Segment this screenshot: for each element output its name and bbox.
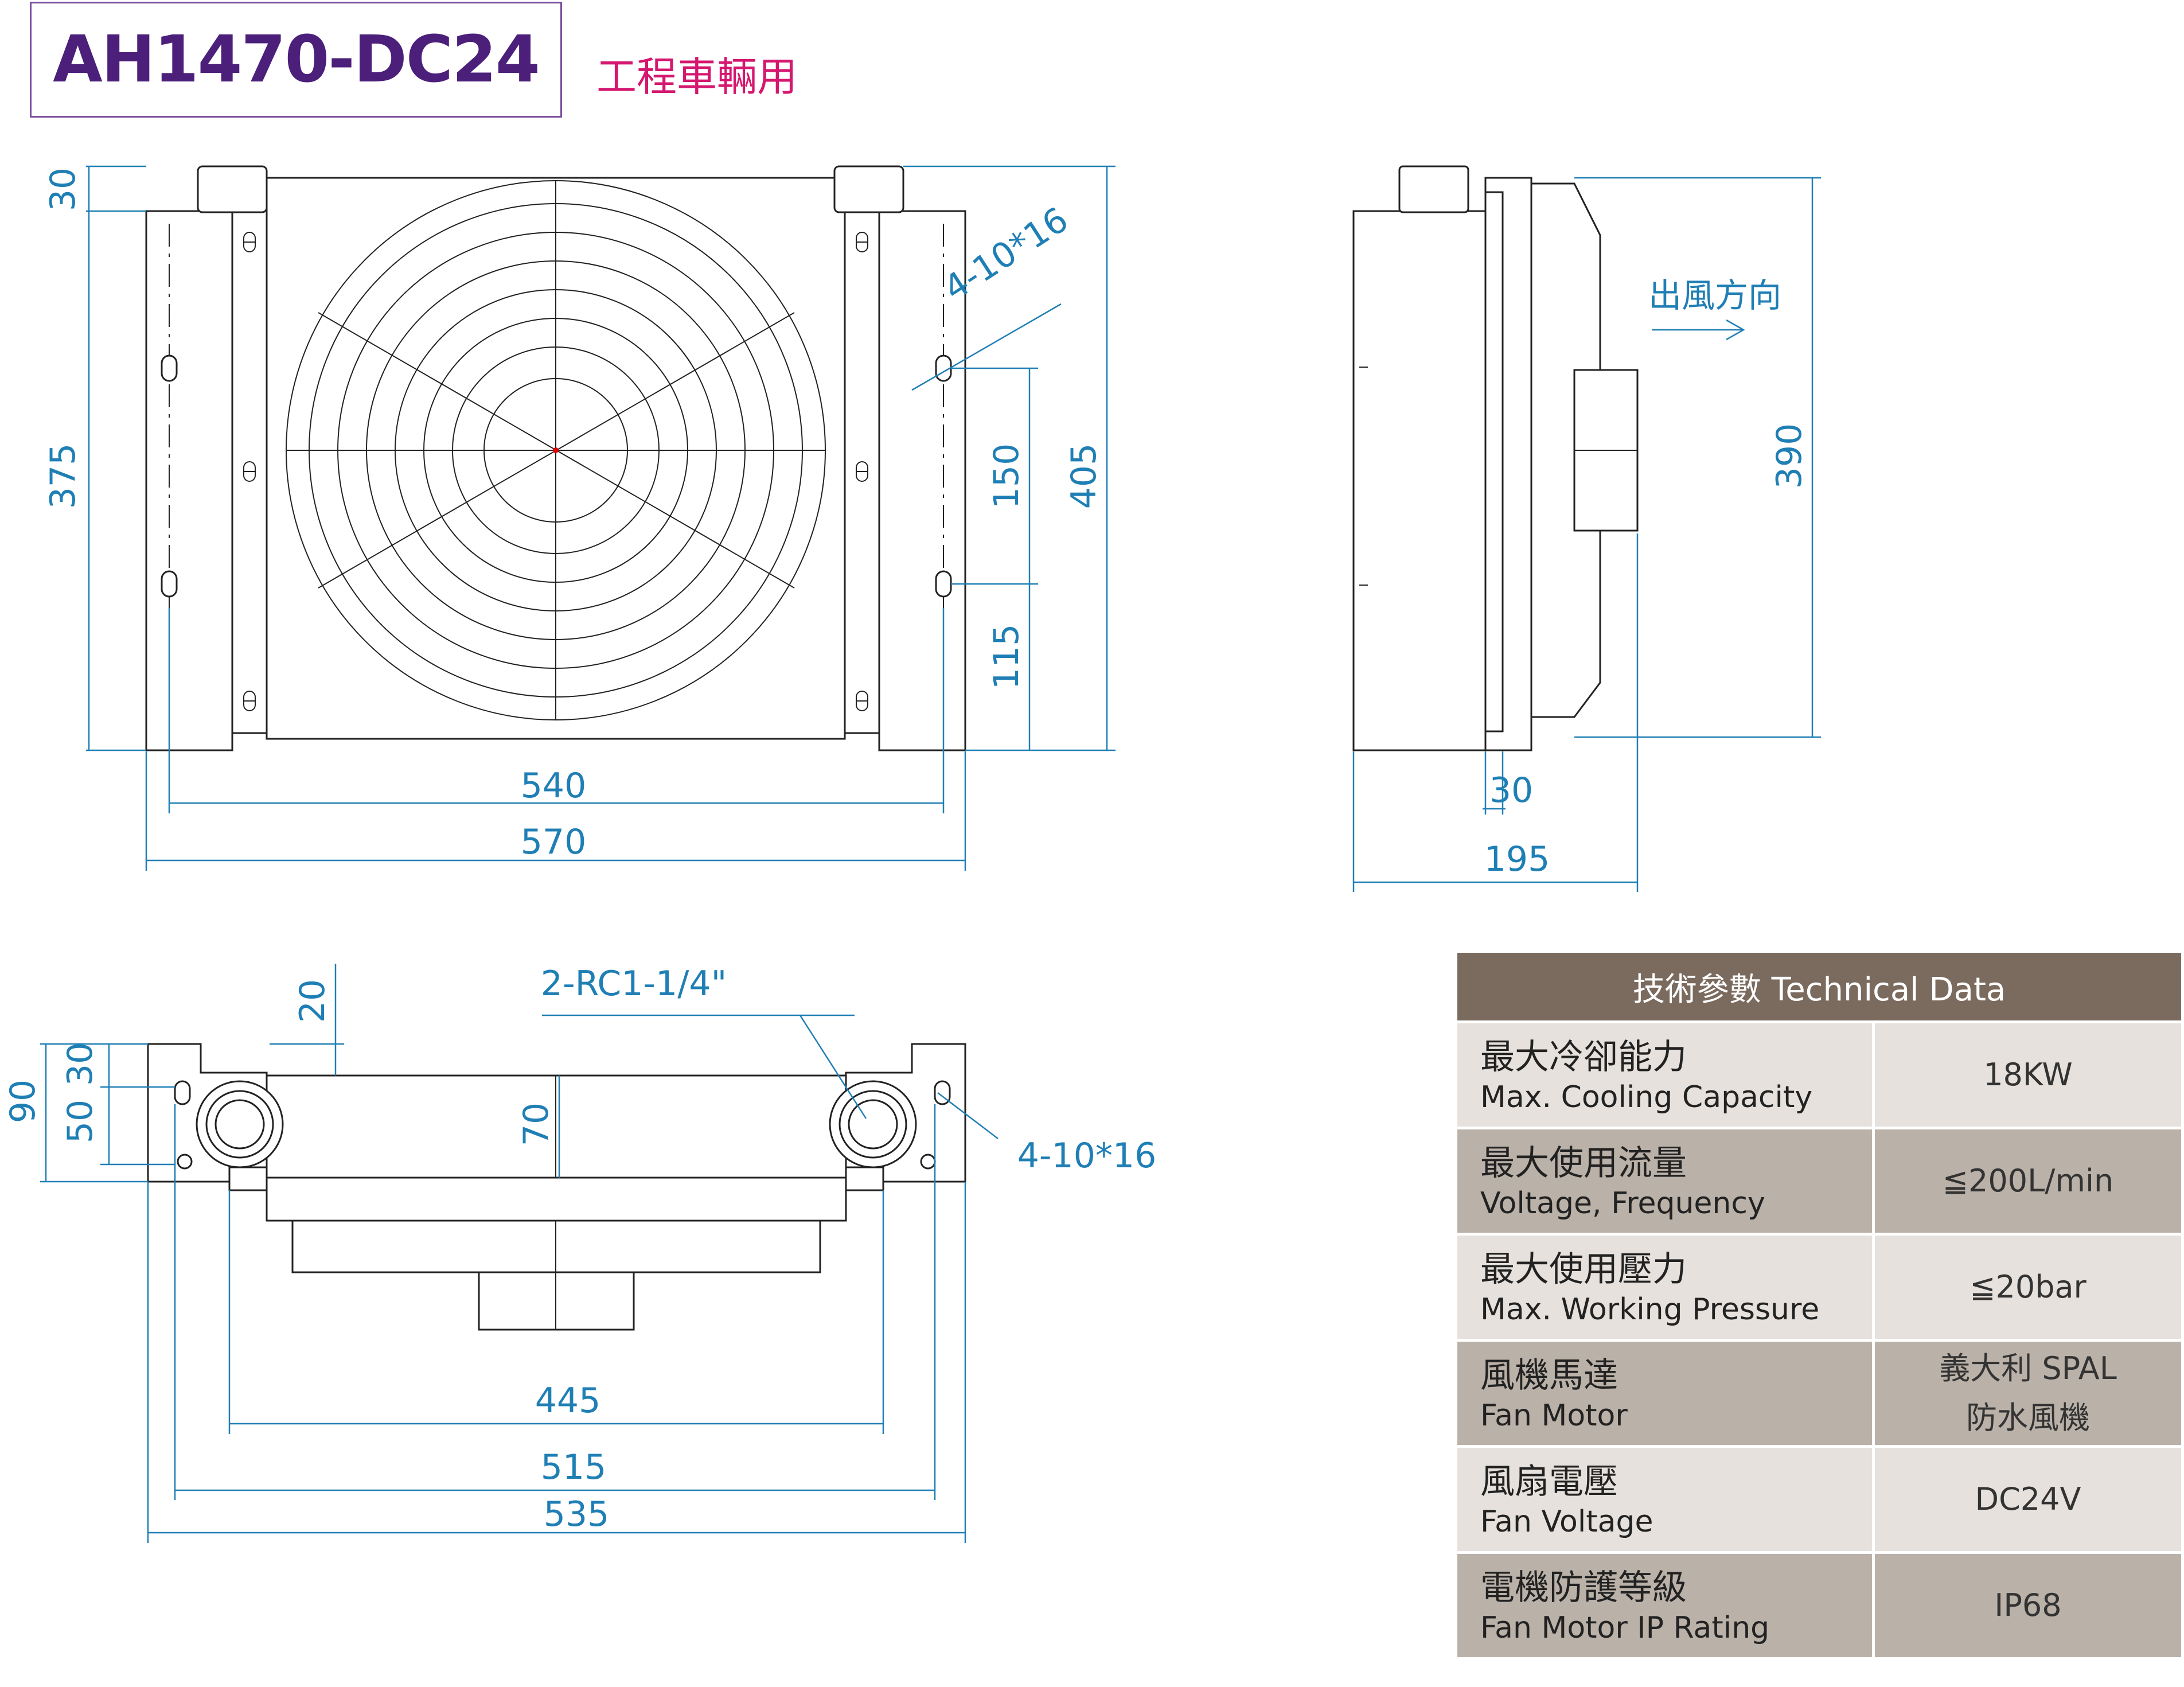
spec-label: 最大使用流量 Voltage, Frequency bbox=[1454, 1127, 1875, 1236]
dim-50: 50 bbox=[60, 1100, 100, 1143]
dim-side-depth: 195 bbox=[1484, 839, 1550, 879]
spec-row: 最大冷卻能力 Max. Cooling Capacity 18KW bbox=[1454, 1020, 2184, 1129]
model-title: AH1470-DC24 bbox=[53, 22, 540, 97]
spec-value: ≦200L/min bbox=[1872, 1127, 2184, 1236]
dim-535: 535 bbox=[544, 1494, 610, 1534]
dim-top-offset: 30 bbox=[43, 167, 83, 211]
spec-row: 最大使用流量 Voltage, Frequency ≦200L/min bbox=[1454, 1127, 2184, 1236]
spec-value: IP68 bbox=[1872, 1551, 2184, 1660]
dim-515: 515 bbox=[541, 1447, 607, 1487]
spec-row: 風機馬達 Fan Motor 義大利 SPAL 防水風機 bbox=[1454, 1339, 2184, 1448]
spec-label-en: Fan Motor bbox=[1480, 1398, 1628, 1433]
spec-label-zh: 風扇電壓 bbox=[1480, 1462, 1618, 1502]
spec-label-en: Max. Cooling Capacity bbox=[1480, 1080, 1813, 1115]
dim-hole-spacing: 150 bbox=[986, 443, 1027, 509]
spec-label-zh: 電機防護等級 bbox=[1480, 1568, 1687, 1608]
top-view: 90 30 50 20 70 2-RC1-1/4" 4-10*16 445 51… bbox=[3, 964, 1156, 1543]
spec-value: 義大利 SPAL 防水風機 bbox=[1872, 1339, 2184, 1448]
spec-label: 風扇電壓 Fan Voltage bbox=[1454, 1445, 1875, 1554]
front-view: 30 375 150 115 405 540 570 4-10*16 bbox=[43, 165, 1116, 871]
spec-value-line1: 義大利 SPAL bbox=[1939, 1350, 2117, 1386]
spec-row: 電機防護等級 Fan Motor IP Rating IP68 bbox=[1454, 1551, 2184, 1660]
spec-label: 最大冷卻能力 Max. Cooling Capacity bbox=[1454, 1020, 1875, 1129]
dim-30: 30 bbox=[60, 1042, 100, 1086]
application-subtitle: 工程車輛用 bbox=[596, 53, 797, 100]
spec-label: 風機馬達 Fan Motor bbox=[1454, 1339, 1875, 1448]
dim-side-flange: 30 bbox=[1489, 770, 1533, 811]
side-view: 出風方向 390 30 195 bbox=[1352, 165, 1821, 892]
dim-70: 70 bbox=[516, 1102, 556, 1146]
dim-inner-width: 540 bbox=[521, 766, 587, 806]
dim-side-height: 390 bbox=[1769, 423, 1809, 489]
spec-row: 最大使用壓力 Max. Working Pressure ≦20bar bbox=[1454, 1233, 2184, 1342]
spec-label: 電機防護等級 Fan Motor IP Rating bbox=[1454, 1551, 1875, 1660]
spec-table-title: 技術參數 Technical Data bbox=[1454, 950, 2184, 1023]
spec-label-zh: 風機馬達 bbox=[1480, 1355, 1618, 1396]
airflow-direction-label: 出風方向 bbox=[1648, 276, 1781, 315]
dim-port-offset: 20 bbox=[292, 979, 333, 1023]
dim-bottom-offset: 115 bbox=[986, 624, 1027, 690]
spec-value: 18KW bbox=[1872, 1020, 2184, 1129]
spec-table: 技術參數 Technical Data 最大冷卻能力 Max. Cooling … bbox=[1454, 950, 2184, 1660]
dim-left-height: 375 bbox=[43, 443, 83, 509]
spec-label-en: Voltage, Frequency bbox=[1480, 1186, 1765, 1221]
spec-value: ≦20bar bbox=[1872, 1233, 2184, 1342]
spec-label-en: Fan Voltage bbox=[1480, 1505, 1653, 1539]
dim-outer-width: 570 bbox=[521, 822, 587, 862]
dim-total-height: 405 bbox=[1064, 443, 1104, 509]
spec-label-zh: 最大使用流量 bbox=[1480, 1143, 1687, 1183]
spec-label-en: Fan Motor IP Rating bbox=[1480, 1611, 1770, 1645]
dim-445: 445 bbox=[535, 1381, 601, 1421]
spec-label: 最大使用壓力 Max. Working Pressure bbox=[1454, 1233, 1875, 1342]
spec-row: 風扇電壓 Fan Voltage DC24V bbox=[1454, 1445, 2184, 1554]
spec-label-en: Max. Working Pressure bbox=[1480, 1292, 1820, 1327]
spec-value-line2: 防水風機 bbox=[1966, 1400, 2090, 1436]
title-frame bbox=[30, 2, 562, 118]
spec-label-zh: 最大使用壓力 bbox=[1480, 1249, 1687, 1289]
dim-total-depth: 90 bbox=[3, 1080, 43, 1123]
dim-top-holes: 4-10*16 bbox=[1017, 1136, 1157, 1176]
spec-value: DC24V bbox=[1872, 1445, 2184, 1554]
spec-label-zh: 最大冷卻能力 bbox=[1480, 1037, 1687, 1077]
dim-ports: 2-RC1-1/4" bbox=[541, 964, 727, 1004]
